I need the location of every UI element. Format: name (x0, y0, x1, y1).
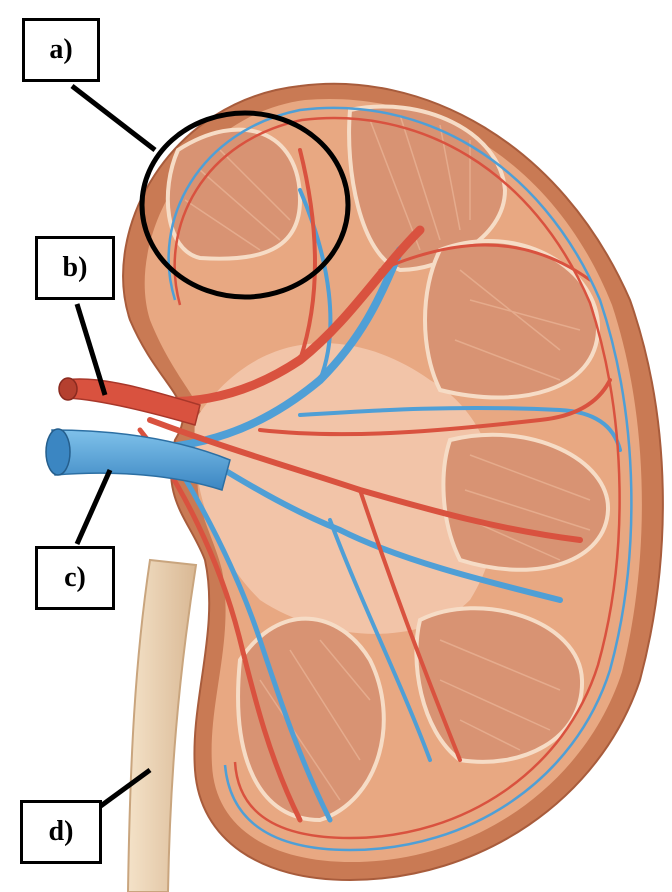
label-b: b) (35, 236, 115, 300)
label-c: c) (35, 546, 115, 610)
leader-line-c (77, 470, 110, 544)
label-a: a) (22, 18, 100, 82)
renal-vein-opening (46, 429, 70, 475)
label-d: d) (20, 800, 102, 864)
leader-line-a (72, 86, 155, 150)
ureter (128, 560, 196, 892)
renal-artery-opening (59, 378, 77, 400)
